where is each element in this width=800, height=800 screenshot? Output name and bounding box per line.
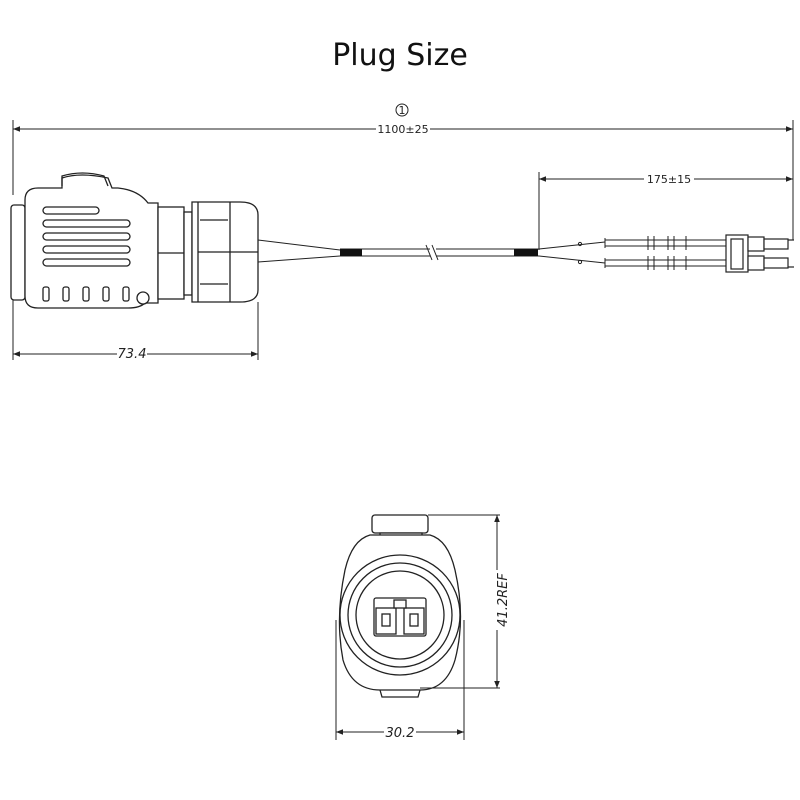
breakout-fibers [538,236,726,270]
callout-circle [395,103,409,117]
callout-number: 1 [399,104,406,117]
total-length-dimension: 1100±25 1 [12,103,794,240]
cable [257,239,539,263]
plug-side-view [10,172,259,309]
lc-duplex-connector [725,234,794,273]
front-height-dimension: 41.2REF [420,514,511,689]
breakout-length-dimension: 175±15 [538,172,793,250]
cable-marker-right [514,249,538,256]
diagram-title: Plug Size [332,38,468,73]
plug-length-label: 73.4 [118,347,147,362]
plug-front-view [338,514,462,698]
front-width-dimension: 30.2 [335,620,465,741]
total-length-label: 1100±25 [377,123,428,136]
breakout-length-label: 175±15 [647,173,691,186]
front-width-label: 30.2 [386,726,415,741]
cable-marker-left [340,249,362,256]
plug-length-dimension: 73.4 [12,300,259,362]
front-height-label: 41.2REF [496,573,511,627]
